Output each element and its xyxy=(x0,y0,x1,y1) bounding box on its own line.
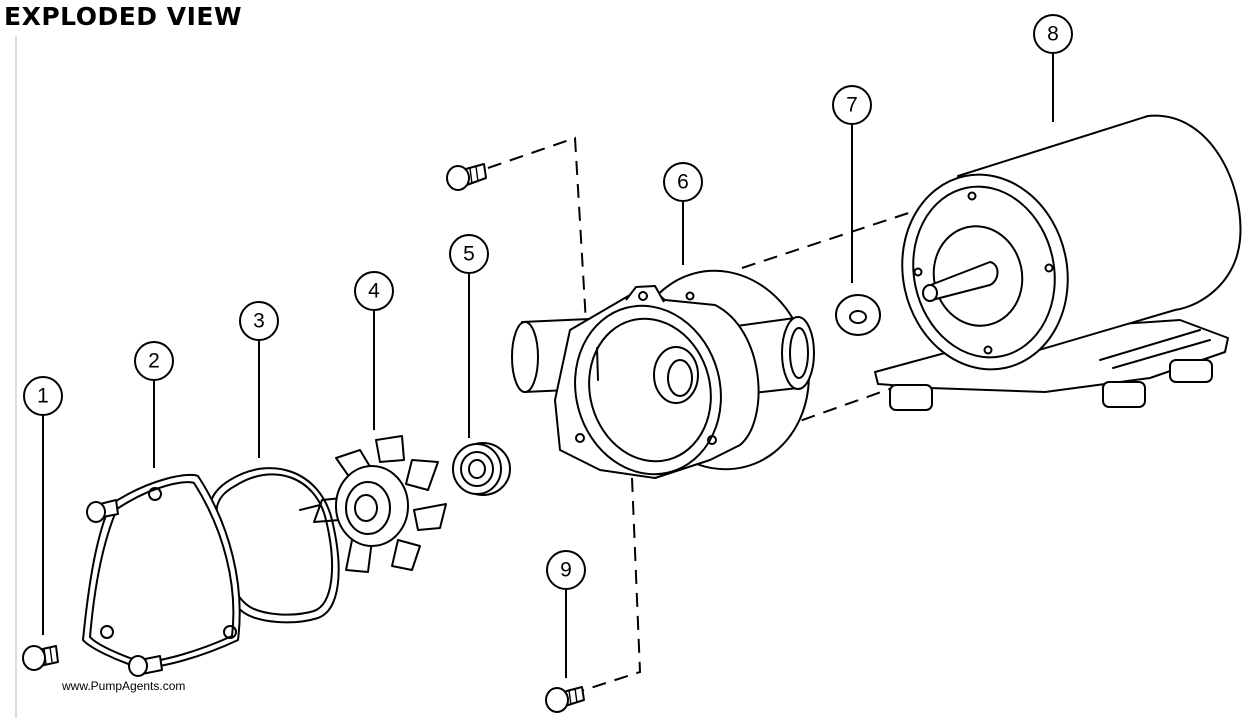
callout-number: 9 xyxy=(560,559,572,582)
callout-2: 2 xyxy=(134,341,174,381)
page-title: EXPLODED VIEW xyxy=(4,2,243,31)
callout-number: 3 xyxy=(253,310,265,333)
part-9-screw-lower xyxy=(545,686,585,713)
part-4-impeller xyxy=(299,435,447,573)
callout-number: 8 xyxy=(1047,23,1059,46)
callout-number: 5 xyxy=(463,243,475,266)
part-7-washer xyxy=(835,294,881,336)
callout-number: 4 xyxy=(368,280,380,303)
callout-6: 6 xyxy=(663,162,703,202)
callout-number: 2 xyxy=(148,350,160,373)
callout-5: 5 xyxy=(449,234,489,274)
callout-number: 7 xyxy=(846,94,858,117)
part-2-cover-plate xyxy=(82,473,241,677)
callout-8: 8 xyxy=(1033,14,1073,54)
part-9-screw-upper xyxy=(446,163,487,191)
callout-number: 1 xyxy=(37,385,49,408)
part-8-motor xyxy=(874,114,1242,411)
callout-number: 6 xyxy=(677,171,689,194)
callout-7: 7 xyxy=(832,85,872,125)
callout-3: 3 xyxy=(239,301,279,341)
callout-1: 1 xyxy=(23,376,63,416)
watermark-text: www.PumpAgents.com xyxy=(62,679,186,693)
leader-lines xyxy=(42,53,1054,678)
part-5-bearing xyxy=(452,442,511,496)
callout-9: 9 xyxy=(546,550,586,590)
part-6-pump-housing xyxy=(511,269,815,479)
part-1-screw xyxy=(22,645,59,671)
callout-4: 4 xyxy=(354,271,394,311)
